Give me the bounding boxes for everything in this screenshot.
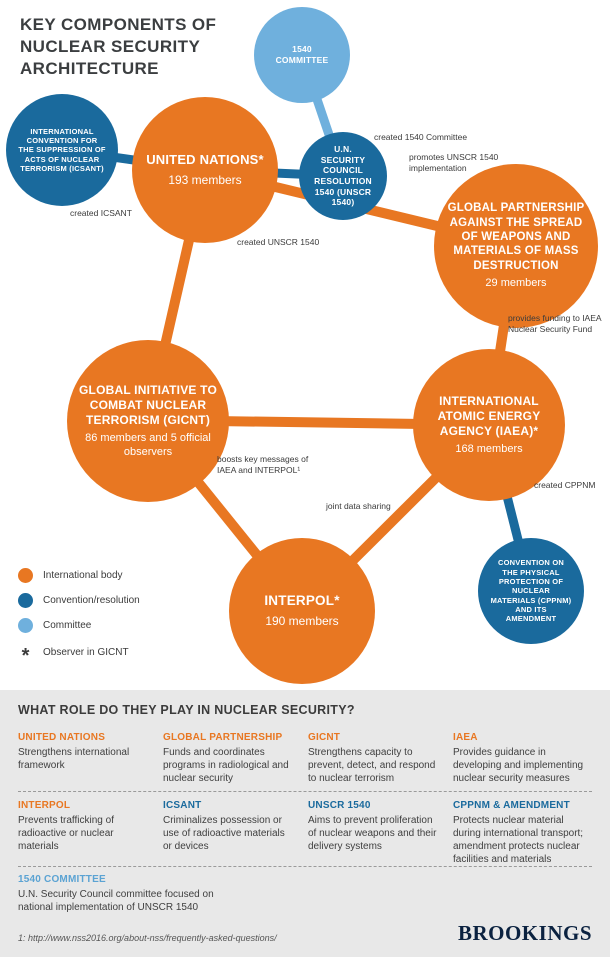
- legend-item-committee: Committee: [18, 618, 140, 633]
- convention-resolution-dot-icon: [18, 593, 33, 608]
- role-global-partnership: GLOBAL PARTNERSHIP Funds and coordinates…: [163, 732, 295, 785]
- node-gicnt: GLOBAL INITIATIVE TO COMBAT NUCLEAR TERR…: [67, 340, 229, 502]
- node-icsant: INTERNATIONAL CONVENTION FOR THE SUPPRES…: [6, 94, 118, 206]
- role-1540-committee-description: U.N. Security Council committee focused …: [18, 889, 214, 913]
- role-gicnt-name: GICNT: [308, 732, 341, 743]
- divider-dashed-2: [18, 866, 592, 867]
- node-interpol-title: INTERPOL*: [264, 593, 340, 609]
- node-icsant-title: INTERNATIONAL CONVENTION FOR THE SUPPRES…: [18, 126, 106, 174]
- node-cppnm-title: CONVENTION ON THE PHYSICAL PROTECTION OF…: [490, 558, 572, 624]
- node-interpol: INTERPOL* 190 members: [229, 538, 375, 684]
- legend-label-international-body: International body: [43, 570, 123, 581]
- legend-label-convention-resolution: Convention/resolution: [43, 595, 140, 606]
- role-icsant: ICSANT Criminalizes possession or use of…: [163, 800, 295, 853]
- legend: International body Convention/resolution…: [18, 568, 140, 667]
- brookings-logo: BROOKINGS: [457, 921, 592, 945]
- role-icsant-name: ICSANT: [163, 800, 202, 811]
- role-united-nations: UNITED NATIONS Strengthens international…: [18, 732, 150, 772]
- role-global-partnership-description: Funds and coordinates programs in radiol…: [163, 747, 289, 784]
- roles-heading: WHAT ROLE DO THEY PLAY IN NUCLEAR SECURI…: [18, 703, 355, 717]
- role-interpol-description: Prevents trafficking of radioactive or n…: [18, 815, 114, 852]
- node-global-partnership-members: 29 members: [485, 277, 547, 290]
- node-gicnt-title: GLOBAL INITIATIVE TO COMBAT NUCLEAR TERR…: [79, 382, 218, 427]
- edge-label-created-cppnm: created CPPNM: [534, 480, 596, 490]
- edge-label-provides-funding: provides funding to IAEA Nuclear Securit…: [508, 313, 602, 335]
- node-1540-committee: 1540 COMMITTEE: [254, 7, 350, 103]
- node-gicnt-members: 86 members and 5 official observers: [85, 431, 211, 458]
- divider-dashed-1: [18, 791, 592, 792]
- footnote: 1: http://www.nss2016.org/about-nss/freq…: [18, 933, 277, 943]
- role-iaea-description: Provides guidance in developing and impl…: [453, 747, 584, 784]
- role-united-nations-description: Strengthens international framework: [18, 747, 130, 771]
- legend-label-observer: Observer in GICNT: [43, 646, 129, 658]
- edge-label-joint-data-sharing: joint data sharing: [326, 501, 391, 511]
- international-body-dot-icon: [18, 568, 33, 583]
- node-cppnm: CONVENTION ON THE PHYSICAL PROTECTION OF…: [478, 538, 584, 644]
- node-united-nations-title: UNITED NATIONS*: [146, 152, 264, 168]
- role-united-nations-name: UNITED NATIONS: [18, 732, 106, 743]
- node-global-partnership-title: GLOBAL PARTNERSHIP AGAINST THE SPREAD OF…: [447, 202, 585, 272]
- node-global-partnership: GLOBAL PARTNERSHIP AGAINST THE SPREAD OF…: [434, 164, 598, 328]
- legend-asterisk-row: * Observer in GICNT: [18, 643, 140, 667]
- role-gicnt-description: Strengthens capacity to prevent, detect,…: [308, 747, 436, 784]
- edge-label-boosts-key-messages: boosts key messages of IAEA and INTERPOL…: [217, 454, 309, 476]
- role-interpol-name: INTERPOL: [18, 800, 71, 811]
- role-cppnm-amendment-name: CPPNM & AMENDMENT: [453, 800, 570, 811]
- roles-section: WHAT ROLE DO THEY PLAY IN NUCLEAR SECURI…: [0, 690, 610, 957]
- node-united-nations: UNITED NATIONS* 193 members: [132, 97, 278, 243]
- role-unscr-1540: UNSCR 1540 Aims to prevent proliferation…: [308, 800, 440, 853]
- role-1540-committee: 1540 COMMITTEE U.N. Security Council com…: [18, 874, 218, 914]
- role-unscr-1540-name: UNSCR 1540: [308, 800, 371, 811]
- edge-label-created-icsant: created ICSANT: [70, 208, 132, 218]
- legend-item-international-body: International body: [18, 568, 140, 583]
- role-cppnm-amendment-description: Protects nuclear material during interna…: [453, 815, 584, 865]
- node-interpol-members: 190 members: [265, 613, 339, 628]
- role-iaea-name: IAEA: [453, 732, 478, 743]
- role-icsant-description: Criminalizes possession or use of radioa…: [163, 815, 285, 852]
- role-1540-committee-name: 1540 COMMITTEE: [18, 874, 106, 885]
- node-iaea: INTERNATIONAL ATOMIC ENERGY AGENCY (IAEA…: [413, 349, 565, 501]
- role-gicnt: GICNT Strengthens capacity to prevent, d…: [308, 732, 440, 785]
- role-global-partnership-name: GLOBAL PARTNERSHIP: [163, 732, 283, 743]
- node-united-nations-members: 193 members: [168, 172, 242, 187]
- node-iaea-title: INTERNATIONAL ATOMIC ENERGY AGENCY (IAEA…: [437, 393, 541, 438]
- edge-label-promotes-unscr-1540: promotes UNSCR 1540 implementation: [409, 152, 499, 174]
- node-unscr-1540-title: U.N. SECURITY COUNCIL RESOLUTION 1540 (U…: [314, 144, 372, 208]
- committee-dot-icon: [18, 618, 33, 633]
- edge-label-created-1540-committee: created 1540 Committee: [374, 132, 468, 142]
- role-unscr-1540-description: Aims to prevent proliferation of nuclear…: [308, 815, 437, 852]
- edge-label-created-unscr-1540: created UNSCR 1540: [237, 237, 320, 247]
- asterisk-icon: *: [21, 645, 30, 667]
- node-unscr-1540: U.N. SECURITY COUNCIL RESOLUTION 1540 (U…: [299, 132, 387, 220]
- node-iaea-members: 168 members: [455, 442, 523, 455]
- node-1540-committee-title: 1540 COMMITTEE: [275, 44, 329, 65]
- page-title: KEY COMPONENTS OF NUCLEAR SECURITY ARCHI…: [20, 15, 217, 79]
- legend-item-convention-resolution: Convention/resolution: [18, 593, 140, 608]
- role-interpol: INTERPOL Prevents trafficking of radioac…: [18, 800, 150, 853]
- legend-label-committee: Committee: [43, 620, 92, 631]
- role-cppnm-amendment: CPPNM & AMENDMENT Protects nuclear mater…: [453, 800, 593, 866]
- role-iaea: IAEA Provides guidance in developing and…: [453, 732, 593, 785]
